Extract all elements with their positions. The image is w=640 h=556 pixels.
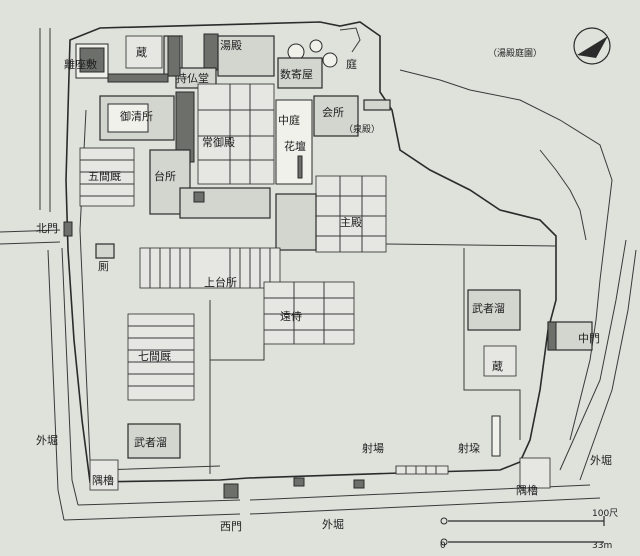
- sumiyagura-right-building: [519, 457, 551, 489]
- jibutsudo-building: [175, 67, 217, 89]
- scale-zero-label: 0: [440, 541, 446, 551]
- kami-daidokoro-label: 上台所: [204, 275, 237, 289]
- tsune-goten-label: 常御殿: [202, 135, 235, 149]
- shuden-building: [315, 175, 387, 253]
- shaba-stand: [395, 465, 449, 475]
- osumisho-label: 御清所: [120, 109, 153, 123]
- garden-slope-line: [539, 149, 587, 241]
- tozamurai-building: [263, 281, 355, 345]
- tsune-goten-building: [197, 83, 275, 185]
- jibutsudo-label: 持仏堂: [176, 71, 209, 85]
- tozamurai-label: 遠侍: [280, 310, 302, 323]
- daidokoro-label: 台所: [154, 169, 176, 183]
- azuchi-label: 射垜: [458, 441, 480, 455]
- scale-bar: [440, 516, 605, 546]
- gokenma-label: 五間厩: [88, 170, 121, 183]
- niwa-label: 庭: [346, 57, 357, 71]
- sumiyagura-left-building: [89, 459, 119, 491]
- kawaya-building: [95, 243, 115, 259]
- kaisho-label: 会所: [322, 106, 344, 119]
- hanareza-label: 離座敷: [64, 57, 97, 71]
- kawaya-label: 厠: [98, 260, 109, 273]
- mushadamari-left-building: [127, 423, 181, 459]
- scale-top-value: 100尺: [592, 508, 618, 519]
- compound-wall: [65, 21, 557, 483]
- shaba-label: 射場: [362, 441, 384, 455]
- izumidono-label: （泉殿）: [344, 123, 380, 135]
- kami-daidokoro-building: [139, 247, 281, 289]
- mushadamari-right-label: 武者溜: [472, 301, 505, 315]
- shuden-label: 主殿: [340, 216, 362, 229]
- nishimon-gate: [223, 483, 239, 499]
- mushadamari-right-building: [467, 289, 521, 331]
- yudono-label: 湯殿: [220, 39, 242, 52]
- yudono-building: [217, 35, 275, 77]
- compass-rose: [573, 27, 611, 65]
- kaisho-building: [313, 95, 359, 137]
- nishimon-label: 西門: [220, 520, 242, 533]
- kitamon-gate: [63, 221, 73, 237]
- outer-moat-lines: [0, 28, 637, 521]
- compass-caption: （湯殿庭園）: [488, 47, 542, 59]
- yudono-garden: [287, 27, 361, 68]
- kura-top-building: [125, 35, 163, 69]
- kura-right-building: [483, 345, 517, 377]
- sumiyagura-left-label: 隅櫓: [92, 473, 114, 487]
- kadan-label: 花壇: [284, 139, 306, 153]
- scale-bottom-value: 33m: [592, 541, 612, 551]
- sumiyagura-right-label: 隅櫓: [516, 483, 538, 497]
- sukiya-building: [277, 57, 323, 89]
- kitamon-label: 北門: [36, 222, 58, 235]
- sotobori-bottom-label: 外堀: [322, 518, 344, 531]
- sukiya-label: 数寄屋: [280, 67, 313, 81]
- sotobori-right-label: 外堀: [590, 454, 612, 467]
- mushadamari-left-label: 武者溜: [134, 435, 167, 449]
- nakaniwa-label: 中庭: [278, 113, 300, 127]
- nanakenma-label: 七間厩: [138, 350, 171, 363]
- kura-right-label: 蔵: [492, 360, 503, 373]
- garden-boundary: [399, 69, 613, 441]
- kura-top-label: 蔵: [136, 46, 147, 59]
- chumon-label: 中門: [578, 332, 600, 345]
- nakaniwa-court: [275, 99, 313, 185]
- sotobori-left-label: 外堀: [36, 434, 58, 447]
- azuchi-mound: [491, 415, 501, 457]
